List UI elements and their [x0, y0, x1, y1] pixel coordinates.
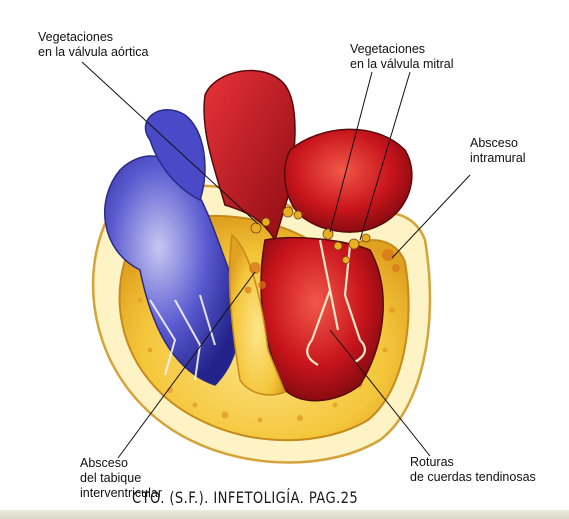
- label-aortic-vegetations: Vegetaciones en la válvula aórtica: [38, 30, 148, 60]
- left-atrium: [285, 129, 412, 232]
- label-chordae-rupture: Roturas de cuerdas tendinosas: [410, 455, 536, 485]
- figure-citation: CTO. (S.F.). INFETOLIGÍA. PAG.25: [132, 488, 358, 507]
- label-mitral-vegetations: Vegetaciones en la válvula mitral: [350, 42, 454, 72]
- bottom-strip: [0, 510, 569, 519]
- label-intramural-abscess: Absceso intramural: [470, 136, 526, 166]
